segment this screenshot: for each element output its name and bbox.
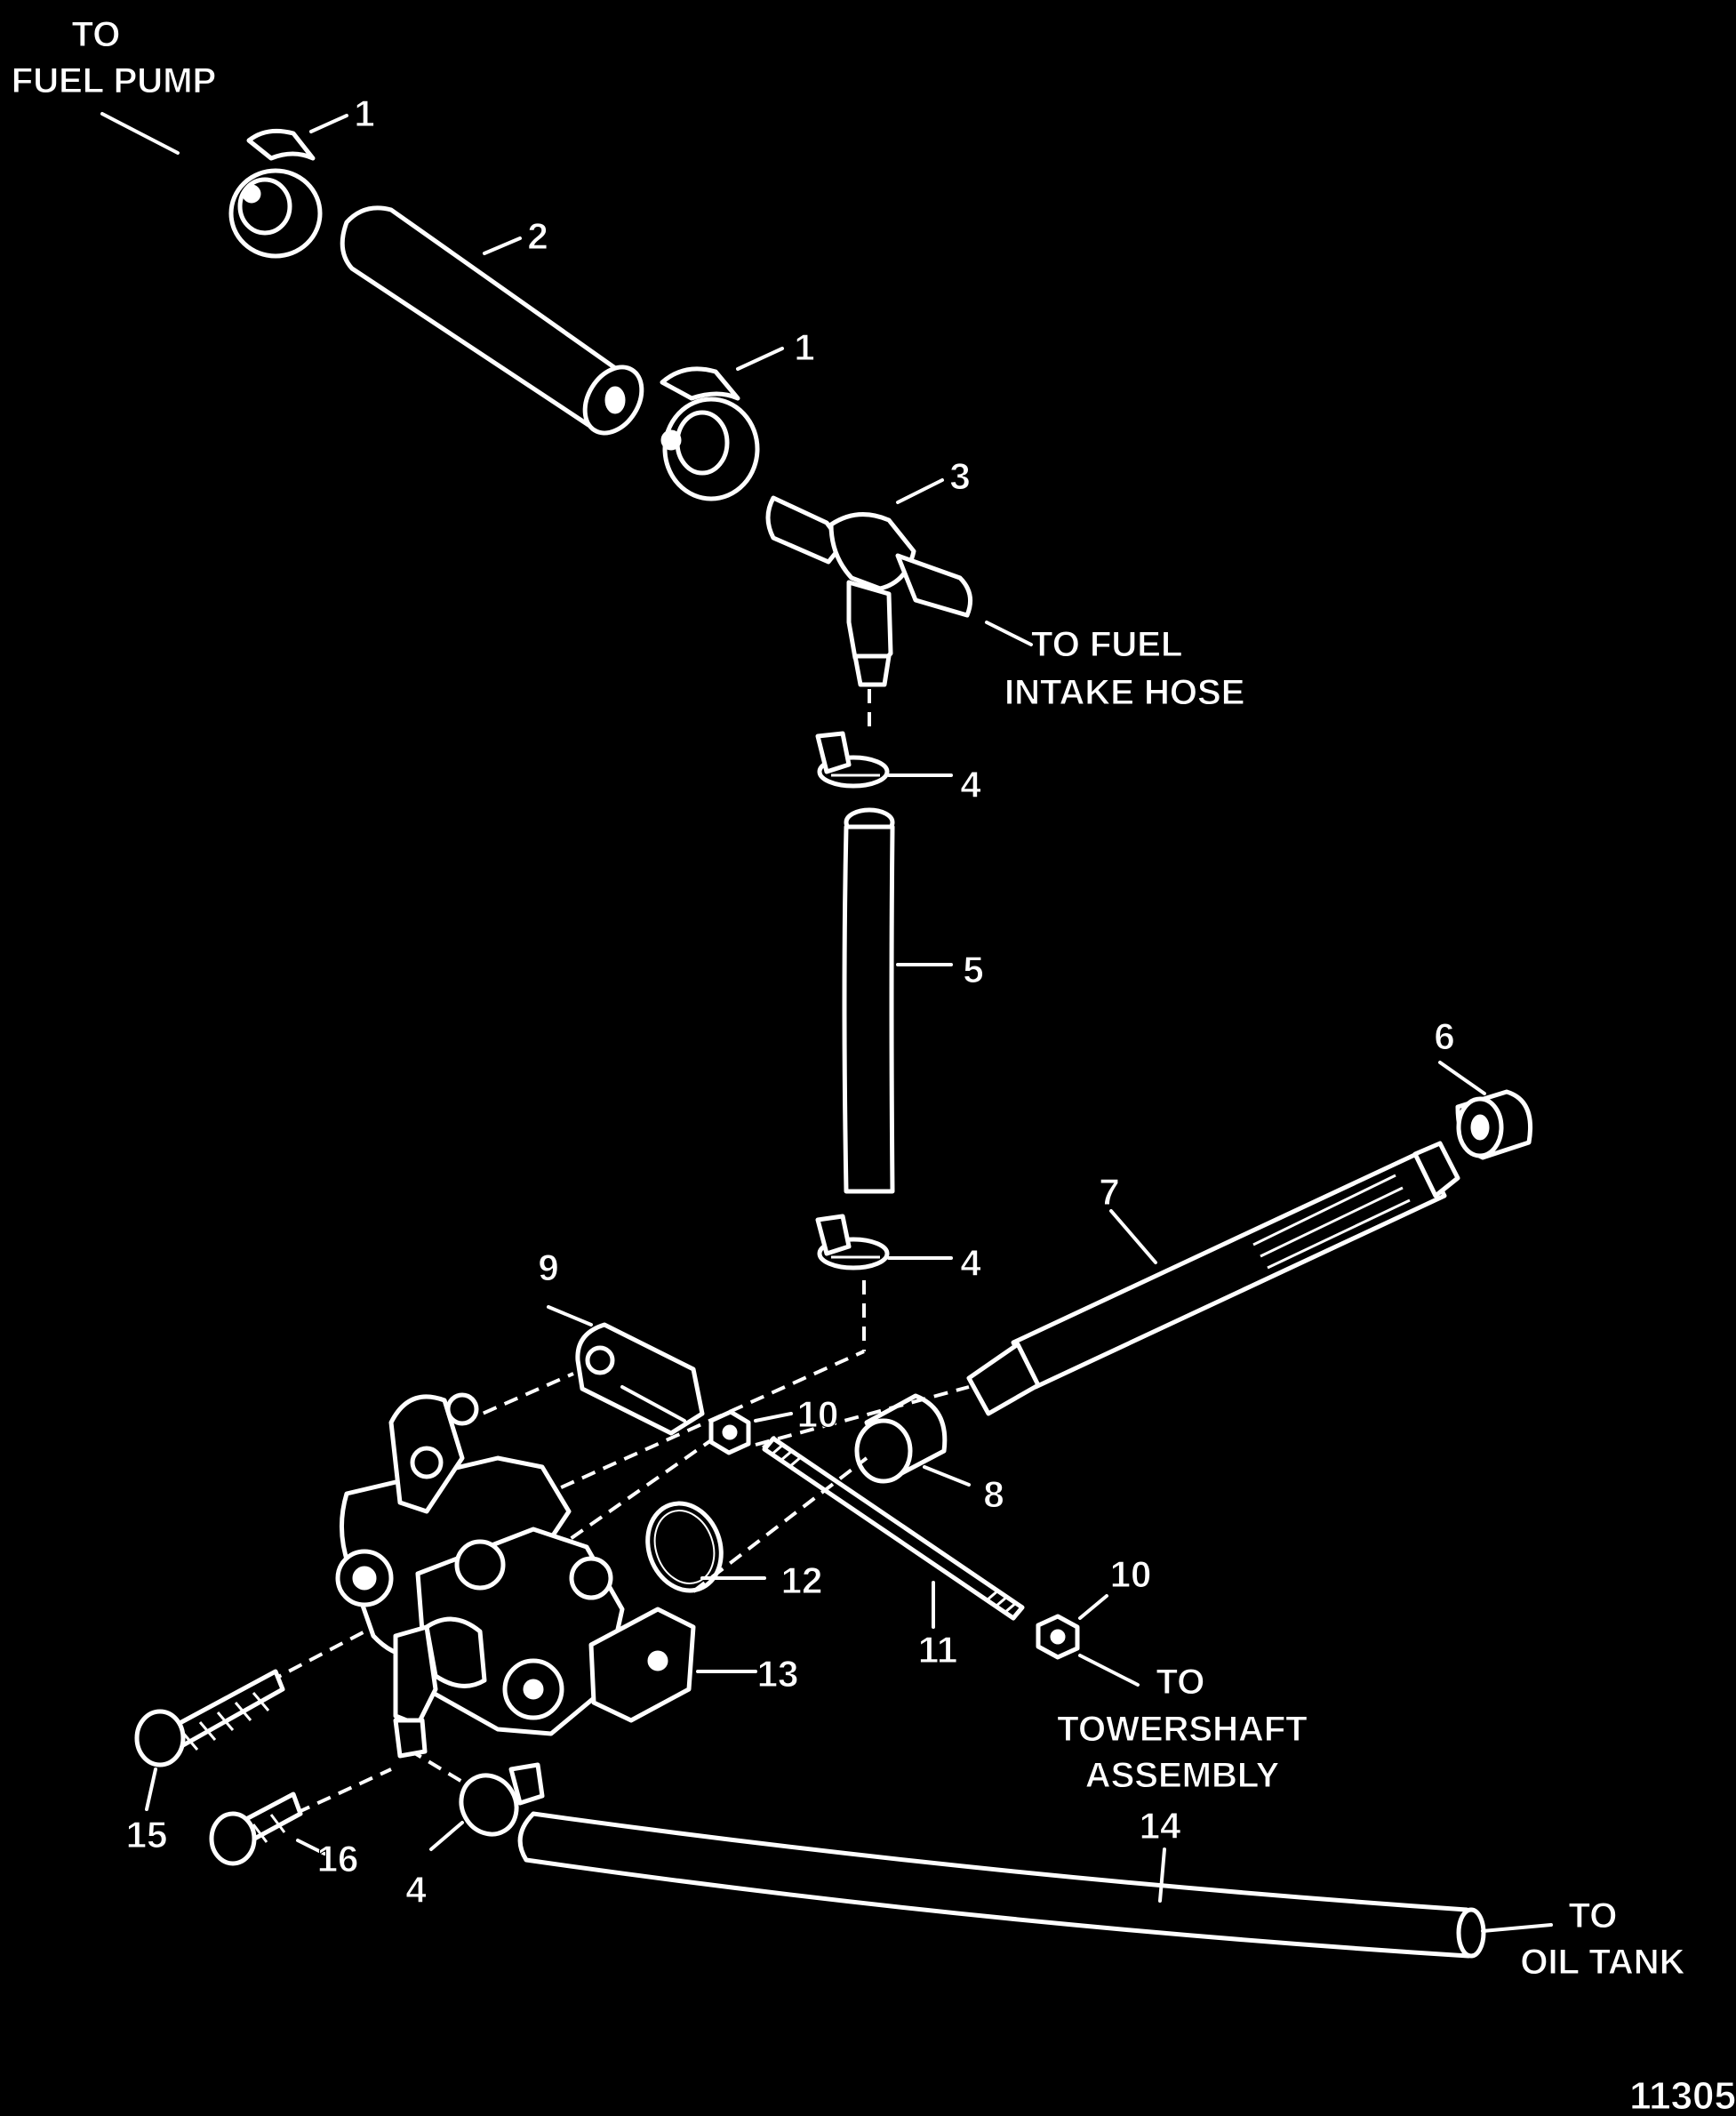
leader-lines [100, 112, 1553, 1933]
screw-16 [209, 1791, 303, 1866]
hose-clamp-4-upper [815, 731, 890, 789]
oil-pump-body [335, 1392, 625, 1759]
label-to-oil-tank-line2: OIL TANK [1520, 1943, 1684, 1982]
label-to-fuel-intake-line1: TO FUEL [1031, 625, 1182, 664]
callout-13: 13 [757, 1653, 799, 1695]
label-to-fuel-pump-line2: FUEL PUMP [12, 61, 216, 100]
bushing-8 [854, 1393, 948, 1484]
label-to-towershaft-line3: ASSEMBLY [1085, 1756, 1280, 1795]
callout-16: 16 [317, 1838, 359, 1880]
callout-4-upper: 4 [960, 764, 981, 806]
callout-9: 9 [538, 1246, 558, 1288]
hose-5 [842, 807, 895, 1194]
nut-10-lower [1036, 1614, 1080, 1660]
hose-clamp-4-lower [459, 1762, 545, 1837]
callout-14: 14 [1140, 1805, 1181, 1847]
link-9 [575, 1322, 705, 1436]
callout-1-top: 1 [354, 92, 374, 134]
callout-11: 11 [918, 1629, 957, 1671]
callout-4-middle: 4 [960, 1242, 981, 1284]
callout-4-lower: 4 [405, 1869, 427, 1911]
stud-11 [762, 1435, 1025, 1621]
drive-shaft-7 [966, 1141, 1460, 1416]
tee-fitting-3 [765, 495, 973, 687]
callout-8: 8 [983, 1473, 1004, 1515]
callout-10-lower: 10 [1110, 1553, 1152, 1595]
label-to-towershaft-line2: TOWERSHAFT [1057, 1710, 1307, 1749]
label-to-towershaft-line1: TO [1156, 1663, 1205, 1702]
spacer-6 [1455, 1089, 1533, 1160]
hose-clamp-1-top [228, 128, 323, 259]
callout-7: 7 [1099, 1171, 1119, 1213]
screw-15 [134, 1669, 285, 1767]
callout-10-upper: 10 [797, 1393, 839, 1435]
hose-14 [517, 1811, 1486, 1959]
label-to-fuel-pump-line1: TO [72, 15, 121, 54]
callout-15: 15 [126, 1814, 168, 1856]
figure-number: 11305 [1629, 2074, 1736, 2116]
callout-1-lower: 1 [794, 326, 814, 368]
callout-12: 12 [781, 1559, 823, 1601]
hose-clamp-4-middle [815, 1214, 890, 1270]
cover-13 [588, 1607, 696, 1723]
callout-3: 3 [949, 455, 970, 497]
hose-clamp-1-lower [660, 366, 760, 501]
hose-2 [340, 205, 644, 436]
callout-6: 6 [1434, 1015, 1454, 1057]
label-to-fuel-intake-line2: INTAKE HOSE [1004, 673, 1244, 712]
label-to-oil-tank-line1: TO [1569, 1896, 1618, 1936]
callout-2: 2 [527, 215, 548, 257]
o-ring-12 [645, 1501, 724, 1593]
callout-5: 5 [963, 949, 983, 990]
